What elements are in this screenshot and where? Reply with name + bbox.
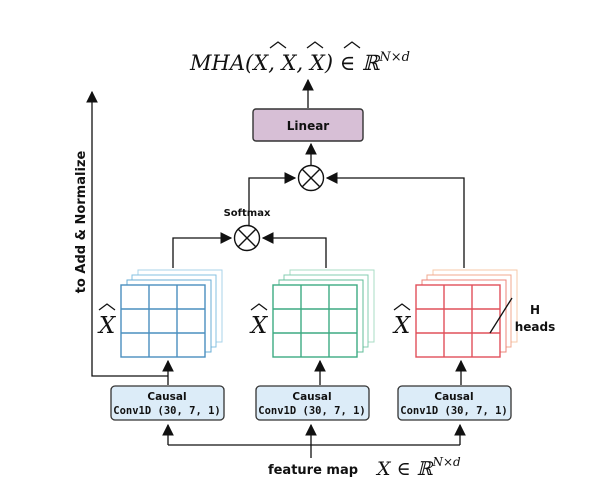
input-formula: feature map X ∈ ℝN×d [268,455,461,480]
arrow-query-to-mult [172,232,233,268]
multiply-bottom-icon [233,224,261,252]
formula-top-x2: X [280,51,298,75]
heads-label-h: H [530,303,540,317]
feature-map-sup: N×d [431,455,461,469]
heads-label-heads: heads [515,320,556,334]
formula-top-x3: X [308,51,326,75]
conv-block-3-line2: Conv1D (30, 7, 1) [400,405,507,417]
conv-block-1-line1: Causal [147,391,186,403]
conv-block-1: Causal Conv1D (30, 7, 1) [110,385,225,421]
grid-stack-value [415,269,518,358]
xhat-symbol-query: X [97,313,117,339]
formula-top-comma1: , [268,51,281,75]
conv-block-3: Causal Conv1D (30, 7, 1) [397,385,512,421]
output-formula: MHA(X, X, X) ∈ ℝN×d [189,41,410,75]
arrow-value-to-mult [325,172,465,268]
formula-top-prefix: MHA( [189,51,254,75]
conv-block-2: Causal Conv1D (30, 7, 1) [255,385,370,421]
formula-top-x1: X [251,51,269,75]
softmax-label: Softmax [224,208,271,219]
feature-map-math: X ∈ ℝ [375,458,434,480]
conv-block-2-line1: Causal [292,391,331,403]
multiply-top-icon [297,164,325,192]
hat-mark-key [250,303,268,311]
arrow-softmax-to-mult [248,172,297,225]
xhat-symbol-key: X [249,313,269,339]
svg-text:X ∈ ℝN×d: X ∈ ℝN×d [375,455,461,480]
formula-top-sup: N×d [378,50,410,65]
hat-mark-query [98,303,116,311]
linear-block: Linear [252,108,364,142]
hat-mark-value [393,303,411,311]
arrow-key-to-mult [261,232,327,268]
grid-stack-query [120,269,223,358]
feature-map-label: feature map [268,463,358,478]
linear-label: Linear [287,119,330,133]
svg-text:MHA(X, X, X) ∈ ℝN×d: MHA(X, X, X) ∈ ℝN×d [189,50,410,75]
heads-indicator-line [489,297,513,334]
formula-top-comma2: , [297,51,310,75]
conv-block-2-line2: Conv1D (30, 7, 1) [258,405,365,417]
xhat-symbol-value: X [392,313,412,339]
side-label: to Add & Normalize [74,151,89,294]
conv-block-3-line1: Causal [434,391,473,403]
grid-stack-key [272,269,375,358]
formula-top-suffix: ) ∈ ℝ [324,51,381,75]
conv-block-1-line2: Conv1D (30, 7, 1) [113,405,220,417]
arrow-residual-to-add-normalize [86,90,168,377]
